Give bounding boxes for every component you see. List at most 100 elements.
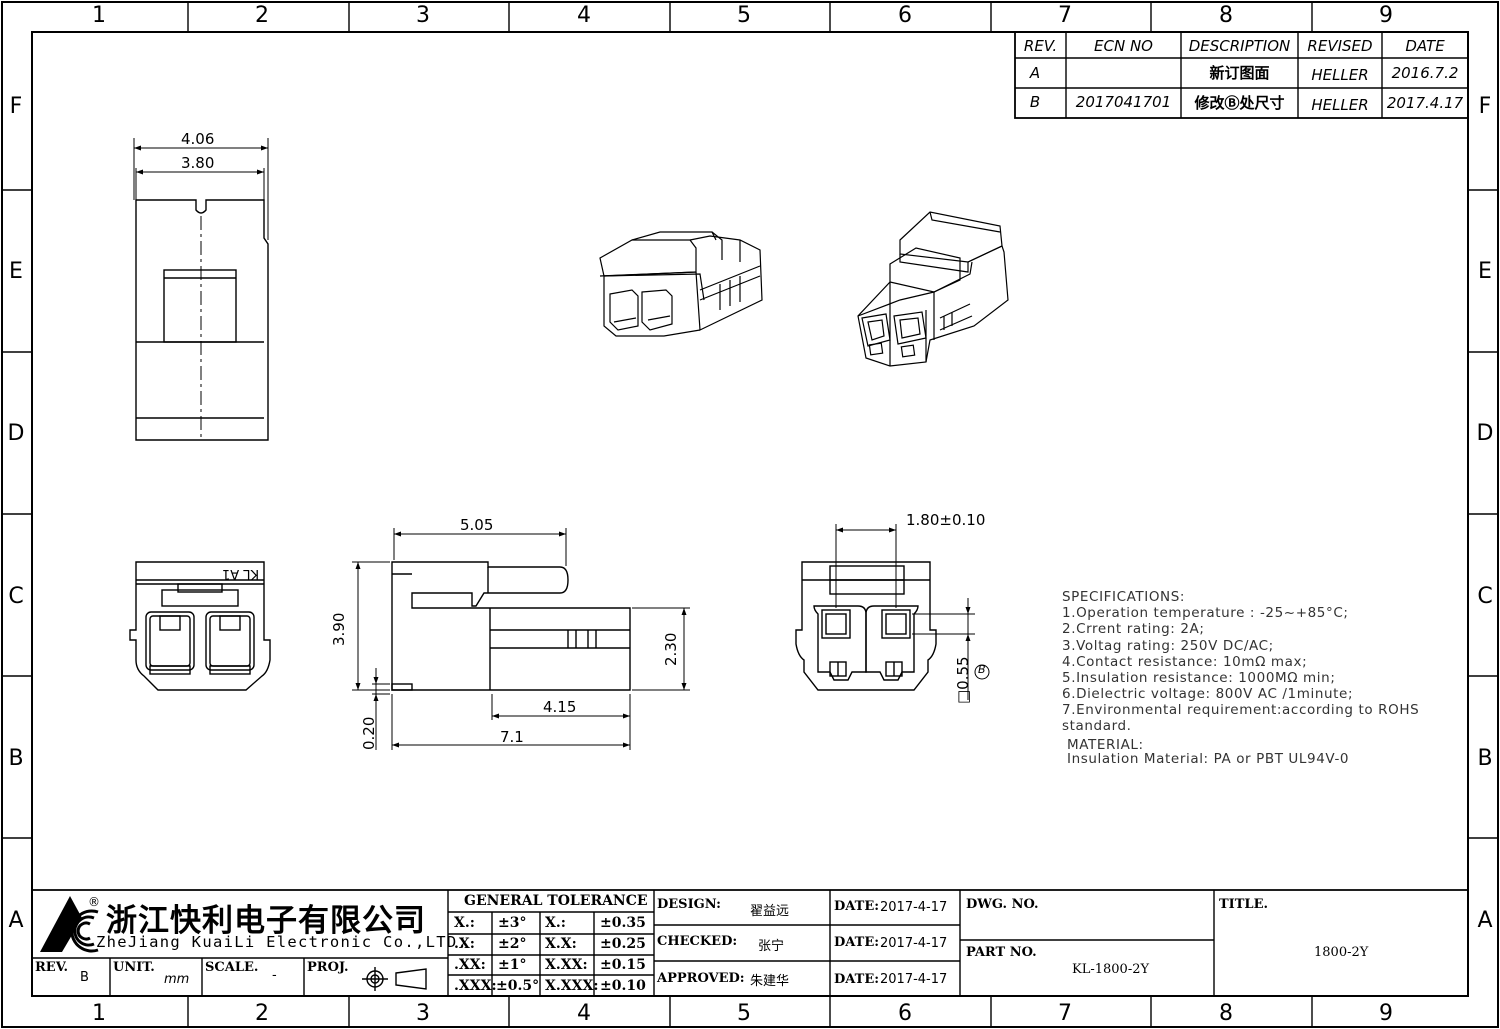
dim-side-base: 0.20 xyxy=(360,716,378,750)
rev-row-b-date: 2017.4.17 xyxy=(1386,94,1464,112)
side-view xyxy=(352,528,690,750)
grid-col-4-bottom: 4 xyxy=(577,1001,591,1026)
title-label: TITLE. xyxy=(1219,897,1269,912)
tol-angle-x3-label: .XXX: xyxy=(454,978,497,994)
grid-row-a-left: A xyxy=(8,908,24,933)
grid-col-2-top: 2 xyxy=(255,3,269,28)
unit-label: UNIT. xyxy=(113,960,155,975)
tol-angle-x2-value: ±1° xyxy=(498,957,527,973)
grid-row-f-left: F xyxy=(9,94,23,119)
tol-angle-x1-label: .X: xyxy=(454,936,475,952)
tol-angle-x3-value: ±0.5° xyxy=(496,978,540,994)
rev-row-b-revised: HELLER xyxy=(1311,96,1369,114)
grid-col-8-bottom: 8 xyxy=(1219,1001,1233,1026)
tol-angle-x-label: X.: xyxy=(454,915,475,931)
tol-angle-x1-value: ±2° xyxy=(498,936,527,952)
design-date: 2017-4-17 xyxy=(880,900,948,915)
grid-col-7-top: 7 xyxy=(1058,3,1072,28)
part-no-value: KL-1800-2Y xyxy=(1072,962,1150,977)
rev-row-b-description: 修改Ⓑ处尺寸 xyxy=(1194,94,1285,112)
rev-row-a-revised: HELLER xyxy=(1311,66,1369,84)
spec-line-8: standard. xyxy=(1062,718,1132,734)
title-value: 1800-2Y xyxy=(1314,945,1369,960)
rev-row-a-date: 2016.7.2 xyxy=(1391,64,1459,82)
spec-line-4: 4.Contact resistance: 10mΩ max; xyxy=(1062,654,1308,670)
approved-date: 2017-4-17 xyxy=(880,972,948,987)
grid-col-4-top: 4 xyxy=(577,3,591,28)
design-date-label: DATE: xyxy=(834,899,880,914)
approved-value: 朱建华 xyxy=(750,974,790,989)
spec-line-3: 3.Voltag rating: 250V DC/AC; xyxy=(1062,638,1274,654)
grid-row-d-left: D xyxy=(7,421,25,446)
checked-value: 张宁 xyxy=(758,939,785,954)
tol-linear-x2-value: ±0.15 xyxy=(600,957,646,973)
tol-angle-x2-label: .XX: xyxy=(454,957,486,973)
logo-icon xyxy=(40,896,99,953)
title-block-lines xyxy=(32,889,1468,996)
approved-label: APPROVED: xyxy=(657,971,745,986)
checked-date: 2017-4-17 xyxy=(880,936,948,951)
spec-line-5: 5.Insulation resistance: 1000MΩ min; xyxy=(1062,670,1336,686)
checked-date-label: DATE: xyxy=(834,935,880,950)
grid-row-e-right: E xyxy=(1478,259,1492,284)
rev-header-revised: REVISED xyxy=(1307,37,1373,55)
dim-top-width-outer: 4.06 xyxy=(181,130,215,148)
dim-side-length-total: 7.1 xyxy=(500,728,524,746)
iso-view-1 xyxy=(599,231,763,337)
grid-col-7-bottom: 7 xyxy=(1058,1001,1072,1026)
tolerance-title: GENERAL TOLERANCE xyxy=(464,893,648,909)
grid-col-1-top: 1 xyxy=(92,3,106,28)
rev-header-description: DESCRIPTION xyxy=(1188,37,1291,55)
rev-label: REV. xyxy=(35,960,69,975)
grid-row-b-left: B xyxy=(8,746,24,771)
front-view-right xyxy=(795,524,990,700)
iso-view-2 xyxy=(857,211,1009,367)
front-view-left xyxy=(129,561,271,691)
rev-header-rev: REV. xyxy=(1023,37,1058,55)
dim-top-width-inner: 3.80 xyxy=(181,154,215,172)
tol-linear-x3-value: ±0.10 xyxy=(600,978,646,994)
grid-col-5-bottom: 5 xyxy=(737,1001,751,1026)
dim-side-length-mid: 4.15 xyxy=(543,698,577,716)
rev-row-a-description: 新订图面 xyxy=(1209,64,1270,82)
grid-row-c-right: C xyxy=(1477,584,1493,609)
tol-linear-x1-label: X.X: xyxy=(545,936,577,952)
rev-row-a-rev: A xyxy=(1029,64,1041,82)
grid-row-a-right: A xyxy=(1477,908,1493,933)
grid-col-6-top: 6 xyxy=(898,3,912,28)
design-value: 翟益远 xyxy=(750,904,790,919)
dim-front-pin-rev: B xyxy=(978,663,986,676)
rev-row-b-rev: B xyxy=(1029,93,1041,111)
registered-mark: ® xyxy=(88,895,100,909)
tol-linear-x3-label: X.XXX: xyxy=(545,978,599,994)
dim-side-length-top: 5.05 xyxy=(460,516,494,534)
dim-side-body-height: 2.30 xyxy=(662,632,680,666)
rev-header-ecn: ECN NO xyxy=(1094,37,1153,55)
grid-col-8-top: 8 xyxy=(1219,3,1233,28)
rev-value: B xyxy=(80,970,89,985)
tol-linear-x1-value: ±0.25 xyxy=(600,936,646,952)
spec-line-6: 6.Dielectric voltage: 800V AC /1minute; xyxy=(1062,686,1354,702)
dwg-no-label: DWG. NO. xyxy=(966,897,1039,912)
grid-col-6-bottom: 6 xyxy=(898,1001,912,1026)
scale-label: SCALE. xyxy=(205,960,259,975)
design-label: DESIGN: xyxy=(657,897,721,912)
grid-row-e-left: E xyxy=(9,259,23,284)
material-heading: MATERIAL: xyxy=(1067,737,1144,753)
grid-col-9-bottom: 9 xyxy=(1379,1001,1393,1026)
unit-value: mm xyxy=(164,972,190,987)
grid-col-1-bottom: 1 xyxy=(92,1001,106,1026)
top-view xyxy=(133,138,269,441)
spec-line-7: 7.Environmental requirement:according to… xyxy=(1062,702,1420,718)
dim-front-pin: □0.55 xyxy=(954,656,972,704)
tol-angle-x-value: ±3° xyxy=(498,915,527,931)
tol-linear-x-label: X.: xyxy=(545,915,566,931)
grid-col-3-top: 3 xyxy=(416,3,430,28)
approved-date-label: DATE: xyxy=(834,972,880,987)
grid-row-f-right: F xyxy=(1478,94,1492,119)
spec-heading: SPECIFICATIONS: xyxy=(1062,589,1186,605)
rev-header-date: DATE xyxy=(1405,37,1445,55)
spec-line-2: 2.Crrent rating: 2A; xyxy=(1062,621,1205,637)
